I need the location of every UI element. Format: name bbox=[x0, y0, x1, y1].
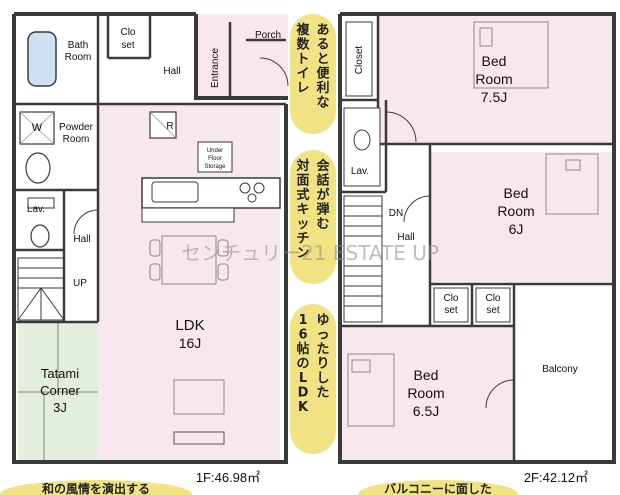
clo1-label: Clo bbox=[443, 293, 458, 304]
powder-label-2: Room bbox=[63, 134, 90, 145]
bed2-size: 6J bbox=[509, 221, 524, 237]
tatami-mats bbox=[18, 322, 98, 462]
bed1-label-2: Room bbox=[475, 71, 512, 87]
callout-bubble bbox=[290, 14, 336, 134]
floor2-outer-walls bbox=[338, 12, 616, 464]
bed1-label: Bed bbox=[482, 53, 507, 69]
powder-w-label: W bbox=[32, 122, 43, 134]
bedroom3-floor bbox=[340, 326, 514, 462]
clo2-label-2: set bbox=[486, 305, 500, 316]
toilet-2f bbox=[353, 129, 371, 151]
bathtub bbox=[27, 31, 57, 87]
closet-2f-b bbox=[475, 287, 511, 323]
callout-text-column: ゆったりした bbox=[316, 313, 329, 401]
clo1-label-2: set bbox=[444, 305, 458, 316]
callout-bubble bbox=[290, 150, 336, 284]
door-swings-2f bbox=[385, 111, 515, 409]
kitchen-bar bbox=[141, 207, 235, 223]
tatami-label-2: Corner bbox=[40, 383, 80, 398]
floor1-outer-walls bbox=[12, 12, 288, 464]
balcony-floor bbox=[518, 284, 614, 462]
door-swings-1f bbox=[73, 57, 289, 235]
callout-text-column: 対面式キッチン bbox=[295, 158, 309, 261]
stove-burner-icon bbox=[253, 182, 265, 194]
entrance-label: Entrance bbox=[210, 48, 221, 88]
ldk-floor bbox=[98, 104, 280, 462]
tatami-label: Tatami bbox=[41, 366, 79, 381]
bed2-label: Bed bbox=[504, 185, 529, 201]
bed3-label: Bed bbox=[414, 367, 439, 383]
bath-label-2: Room bbox=[65, 52, 92, 63]
bedroom1-floor bbox=[378, 14, 614, 144]
balcony-label: Balcony bbox=[542, 364, 578, 375]
closet-top bbox=[345, 21, 373, 97]
kitchen-sink bbox=[151, 181, 199, 203]
tv-board bbox=[173, 431, 225, 445]
floor1-area-label: 1F:46.98㎡ bbox=[196, 470, 260, 485]
watermark-text: センチュリー21 ESTATE UP bbox=[181, 241, 439, 265]
stove-burner-icon bbox=[239, 182, 251, 194]
bed2-label-2: Room bbox=[497, 203, 534, 219]
bedroom2-floor bbox=[430, 152, 614, 282]
clo2-label: Clo bbox=[485, 293, 500, 304]
ldk-label: LDK bbox=[175, 317, 204, 334]
closet-label: Clo bbox=[120, 27, 135, 38]
hall-2f-label: Hall bbox=[397, 232, 414, 243]
floor2-area-label: 2F:42.12㎡ bbox=[524, 470, 588, 485]
bed1-size: 7.5J bbox=[481, 89, 507, 105]
hall-top-label: Hall bbox=[163, 66, 180, 77]
closet-2f-a bbox=[433, 287, 469, 323]
dn-label: DN bbox=[389, 208, 403, 219]
entrance-area bbox=[196, 14, 288, 98]
floor2-bottom-text: バルコニーに面した bbox=[384, 482, 492, 495]
callout-bubble bbox=[290, 304, 336, 454]
storage-label: Under bbox=[207, 148, 223, 154]
stove-burner-icon bbox=[247, 193, 257, 203]
bath-label: Bath bbox=[68, 40, 89, 51]
up-label: UP bbox=[73, 278, 87, 289]
beds bbox=[347, 21, 599, 427]
powder-label: Powder bbox=[59, 122, 94, 133]
lav-2f-label: Lav. bbox=[351, 166, 369, 177]
closet-top-label: Closet bbox=[354, 46, 365, 75]
bed3-label-2: Room bbox=[407, 385, 444, 401]
callout-text-column: あると便利な bbox=[316, 23, 330, 111]
bed3-size: 6.5J bbox=[413, 403, 439, 419]
powder-sink bbox=[25, 152, 51, 184]
floor2-bottom-callout bbox=[358, 480, 518, 495]
floor2-plan bbox=[338, 12, 616, 464]
hall-left-label: Hall bbox=[73, 234, 90, 245]
underfloor-storage bbox=[197, 141, 233, 173]
toilet-1f bbox=[30, 224, 50, 248]
storage-label-2: Floor bbox=[208, 156, 222, 162]
low-table bbox=[173, 379, 225, 415]
floor1-bottom-text: 和の風情を演出する bbox=[41, 481, 150, 495]
tatami-size-label: 3J bbox=[53, 400, 67, 415]
floor1-bottom-callout bbox=[0, 480, 192, 495]
fridge-label: R bbox=[166, 121, 173, 132]
ldk-size-label: 16J bbox=[179, 335, 202, 351]
callout-text-column: 複数トイレ bbox=[295, 22, 310, 96]
dining-set bbox=[149, 235, 229, 285]
closet-label-2: set bbox=[121, 40, 135, 51]
floor1-inner-walls bbox=[14, 14, 286, 324]
lav-1f-label: Lav. bbox=[27, 204, 45, 215]
storage-label-3: Storage bbox=[204, 164, 226, 170]
stairs-2f bbox=[343, 195, 383, 323]
floor1-plan bbox=[12, 12, 289, 464]
callout-text-column: 会話が弾む bbox=[316, 158, 330, 232]
porch-label: Porch bbox=[255, 30, 281, 41]
stairs-1f bbox=[17, 257, 65, 321]
